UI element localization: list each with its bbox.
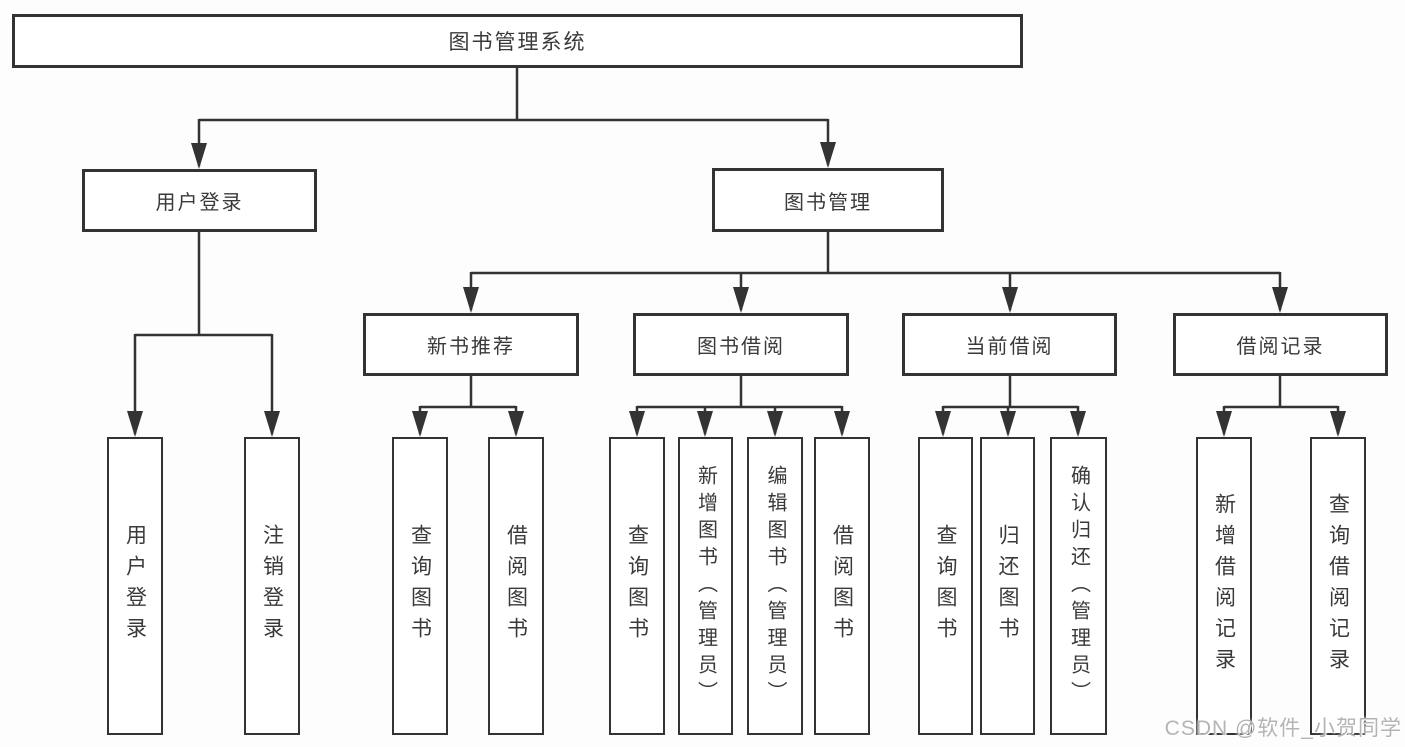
connector-root-to-branches bbox=[191, 68, 836, 169]
leaf-borrowing-borrow-books-label: 借阅图书 bbox=[830, 524, 854, 648]
leaf-borrowing-edit-books-admin: 编辑图书（管理员） bbox=[747, 437, 803, 735]
leaf-current-query-books-label: 查询图书 bbox=[934, 524, 957, 648]
node-current-borrowing: 当前借阅 bbox=[902, 313, 1117, 376]
leaf-current-return-books-label: 归还图书 bbox=[996, 524, 1019, 648]
leaf-newbook-query-books-label: 查询图书 bbox=[408, 524, 432, 648]
connector-book-borrowing-to-leaves bbox=[629, 376, 850, 437]
node-borrowing-records-label: 借阅记录 bbox=[1236, 336, 1325, 358]
node-new-book-recommend-label: 新书推荐 bbox=[427, 336, 515, 358]
leaf-records-add-record-label: 新增借阅记录 bbox=[1212, 493, 1236, 679]
node-borrowing-records: 借阅记录 bbox=[1173, 313, 1388, 376]
leaf-user-login-label: 用户登录 bbox=[123, 524, 147, 648]
node-system-root-label: 图书管理系统 bbox=[448, 31, 587, 54]
node-user-login: 用户登录 bbox=[82, 169, 317, 232]
connector-user-login-to-leaves bbox=[127, 232, 280, 437]
leaf-records-query-record-label: 查询借阅记录 bbox=[1326, 493, 1350, 679]
leaf-newbook-borrow-books-label: 借阅图书 bbox=[504, 524, 528, 648]
leaf-borrowing-edit-books-admin-label: 编辑图书（管理员） bbox=[764, 464, 786, 708]
node-new-book-recommend: 新书推荐 bbox=[363, 313, 579, 376]
connector-book-management-to-level2 bbox=[463, 232, 1288, 313]
leaf-logout: 注销登录 bbox=[244, 437, 300, 735]
node-book-management: 图书管理 bbox=[712, 168, 944, 232]
node-user-login-label: 用户登录 bbox=[155, 192, 244, 214]
connector-borrowing-records-to-leaves bbox=[1216, 376, 1346, 437]
leaf-current-confirm-return-admin-label: 确认归还（管理员） bbox=[1067, 464, 1090, 708]
leaf-records-add-record: 新增借阅记录 bbox=[1196, 437, 1252, 735]
node-book-borrowing-label: 图书借阅 bbox=[697, 336, 785, 358]
leaf-logout-label: 注销登录 bbox=[260, 524, 284, 648]
connector-current-borrowing-to-leaves bbox=[935, 376, 1086, 437]
connector-new-book-recommend-to-leaves bbox=[412, 376, 524, 437]
leaf-borrowing-add-books-admin-label: 新增图书（管理员） bbox=[694, 464, 717, 708]
node-book-borrowing: 图书借阅 bbox=[633, 313, 849, 376]
leaf-newbook-borrow-books: 借阅图书 bbox=[488, 437, 544, 735]
leaf-borrowing-borrow-books: 借阅图书 bbox=[814, 437, 870, 735]
leaf-current-query-books: 查询图书 bbox=[918, 437, 973, 735]
csdn-watermark: CSDN @软件_小贺同学 bbox=[1164, 717, 1402, 740]
leaf-user-login: 用户登录 bbox=[107, 437, 163, 735]
node-book-management-label: 图书管理 bbox=[784, 191, 872, 214]
leaf-records-query-record: 查询借阅记录 bbox=[1310, 437, 1366, 735]
node-system-root: 图书管理系统 bbox=[12, 14, 1023, 68]
leaf-borrowing-query-books: 查询图书 bbox=[609, 437, 665, 735]
leaf-newbook-query-books: 查询图书 bbox=[392, 437, 448, 735]
leaf-current-return-books: 归还图书 bbox=[980, 437, 1035, 735]
node-current-borrowing-label: 当前借阅 bbox=[965, 336, 1054, 358]
leaf-borrowing-add-books-admin: 新增图书（管理员） bbox=[678, 437, 733, 735]
leaf-borrowing-query-books-label: 查询图书 bbox=[625, 524, 649, 648]
leaf-current-confirm-return-admin: 确认归还（管理员） bbox=[1050, 437, 1107, 735]
